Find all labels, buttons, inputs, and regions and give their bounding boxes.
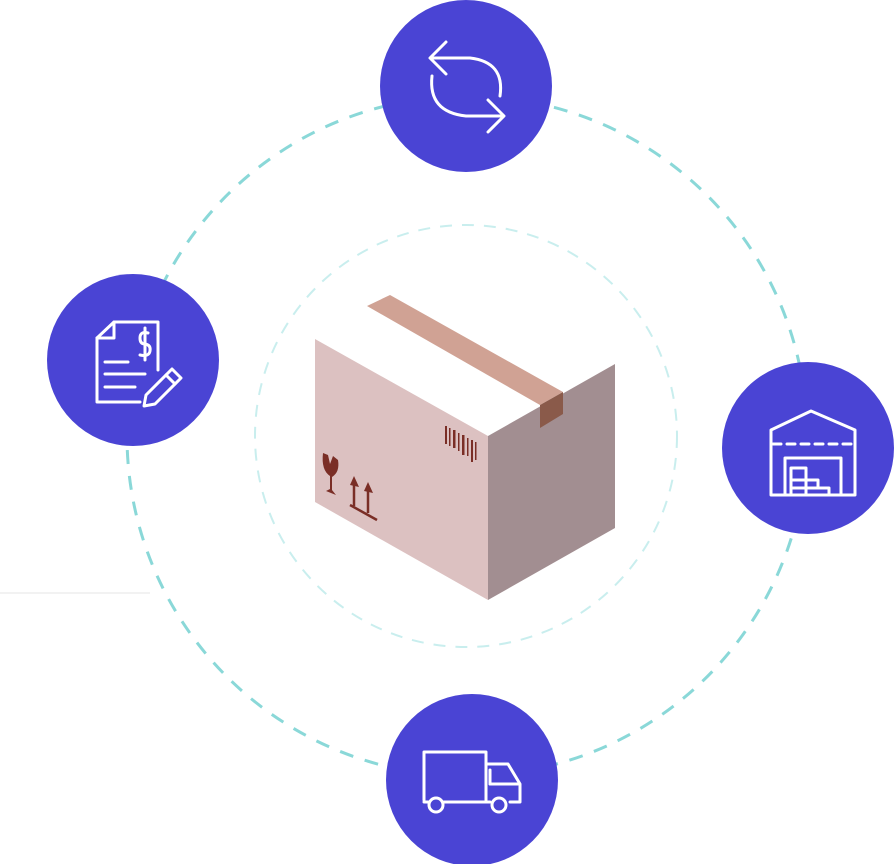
node-delivery[interactable] [386, 694, 558, 864]
delivery-truck-icon [422, 750, 522, 814]
node-returns[interactable] [380, 0, 552, 172]
warehouse-icon [769, 409, 857, 497]
barcode-mark [445, 426, 477, 462]
inner-orbit [254, 224, 678, 648]
sync-arrows-icon [428, 40, 506, 134]
node-invoice[interactable] [47, 274, 219, 446]
package-box-icon [315, 267, 615, 600]
this-side-up-mark [349, 476, 378, 522]
fragile-mark [322, 453, 339, 495]
invoice-pencil-icon [95, 320, 183, 408]
node-warehouse[interactable] [722, 362, 894, 534]
